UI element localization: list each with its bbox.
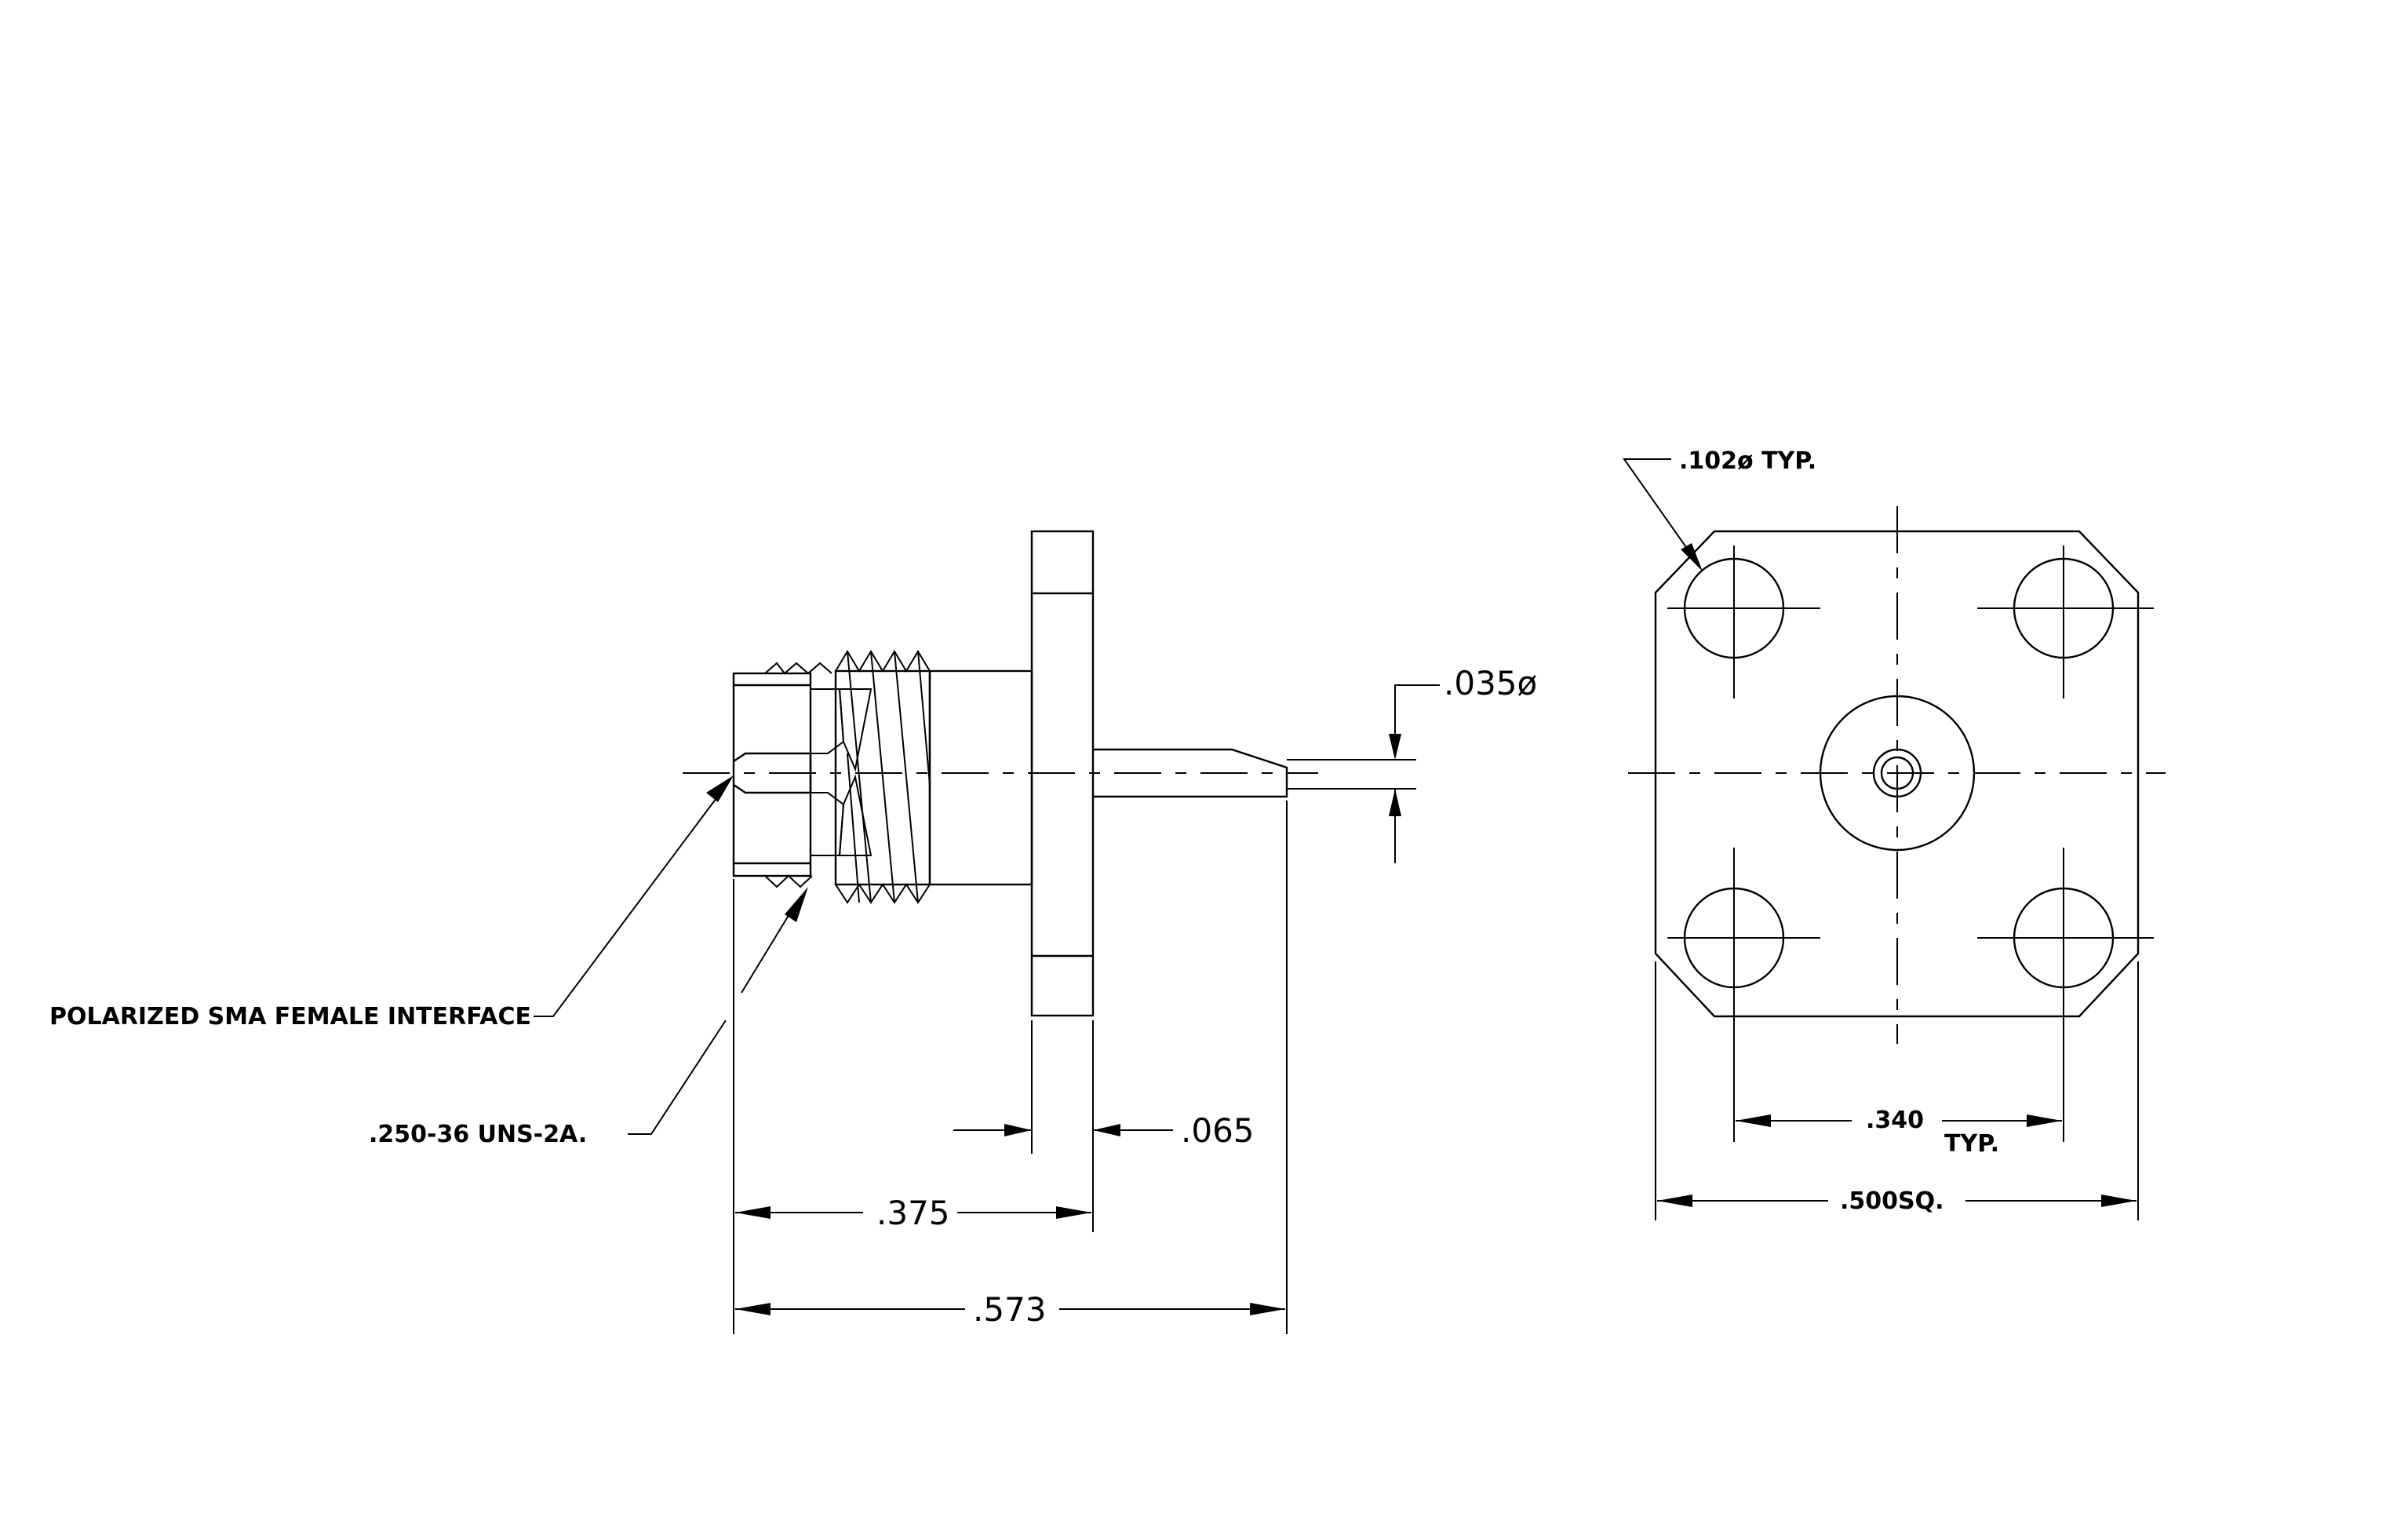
flange-thickness-label: .065 (1181, 1111, 1255, 1150)
thread-leader: .250-36 UNS-2A. (369, 887, 808, 1148)
front-view: .102ø TYP. .340 TYP. .500SQ. (1623, 447, 2166, 1220)
flange-side (1030, 530, 1095, 1017)
hole-diameter-leader: .102ø TYP. (1623, 447, 1816, 571)
flange-size-dimension: .500SQ. (1655, 961, 2139, 1220)
overall-length-dimension: .573 (735, 801, 1288, 1334)
body-length-label: .375 (876, 1194, 950, 1232)
thread-note: .250-36 UNS-2A. (369, 1121, 587, 1148)
flange-size-label: .500SQ. (1840, 1187, 1944, 1215)
hole-spacing-suffix: TYP. (1944, 1130, 1999, 1158)
pin-diameter-dimension: .035ø (1287, 664, 1537, 863)
rear-body (928, 669, 1033, 886)
center-contact (1819, 695, 1976, 852)
hole-spacing-dimension: .340 TYP. (1733, 989, 2064, 1158)
mounting-hole-top-left (1667, 545, 1820, 698)
overall-length-label: .573 (973, 1290, 1047, 1329)
contact-pin (1093, 748, 1288, 798)
mounting-hole-top-right (1977, 545, 2154, 698)
pin-diameter-label: .035ø (1444, 664, 1537, 702)
interface-leader: POLARIZED SMA FEMALE INTERFACE (49, 775, 734, 1030)
body-length-dimension: .375 (733, 879, 1091, 1334)
interface-note: POLARIZED SMA FEMALE INTERFACE (49, 1003, 531, 1030)
interface-body (732, 672, 812, 877)
threaded-body (764, 650, 931, 904)
flange-thickness-dimension: .065 (953, 1020, 1255, 1232)
mounting-hole-bottom-left (1667, 848, 1820, 1001)
flange-outline (1654, 530, 2140, 1018)
side-view: .035ø .065 .375 .573 (49, 530, 1537, 1334)
mounting-hole-bottom-right (1977, 848, 2154, 1001)
hole-spacing-label: .340 (1866, 1107, 1924, 1134)
hole-diameter-label: .102ø TYP. (1679, 447, 1816, 475)
